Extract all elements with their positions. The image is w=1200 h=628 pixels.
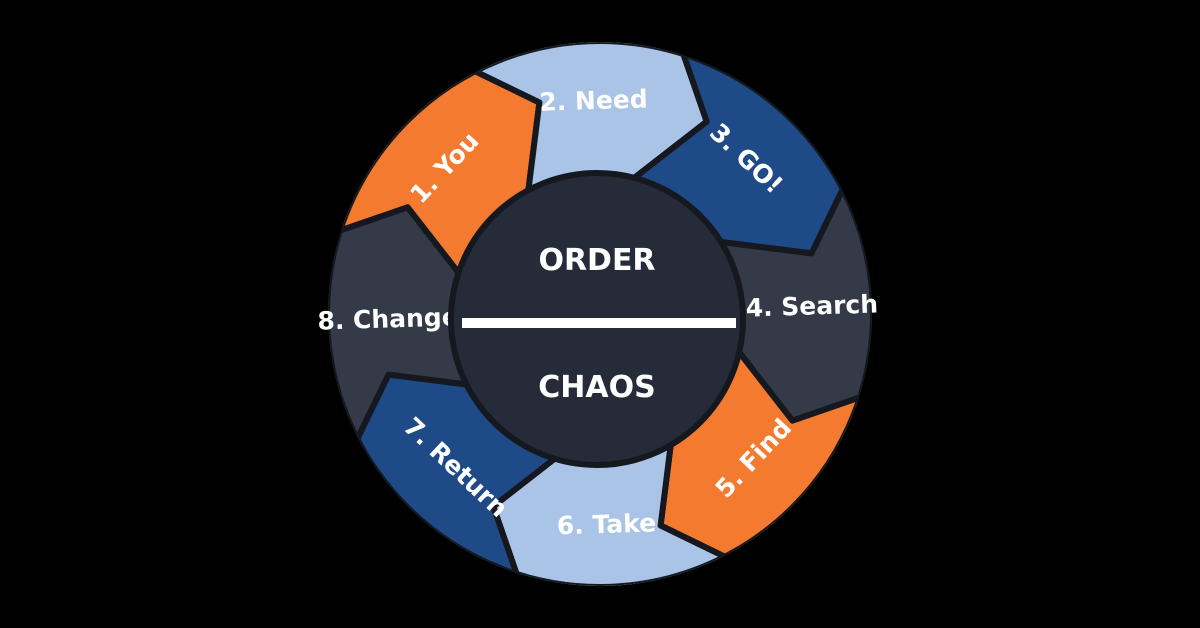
hub-divider (462, 318, 736, 328)
wheel-outer-ring (328, 42, 872, 586)
segment-4-label: 4. Search (745, 289, 878, 322)
segment-2-label: 2. Need (539, 84, 648, 116)
segment-8-label: 8. Change (317, 302, 459, 335)
segment-6-label: 6. Take (556, 508, 656, 540)
hub-bottom-label: CHAOS (538, 370, 655, 405)
center-hub: ORDER CHAOS (448, 170, 746, 468)
hub-top-label: ORDER (538, 243, 655, 278)
